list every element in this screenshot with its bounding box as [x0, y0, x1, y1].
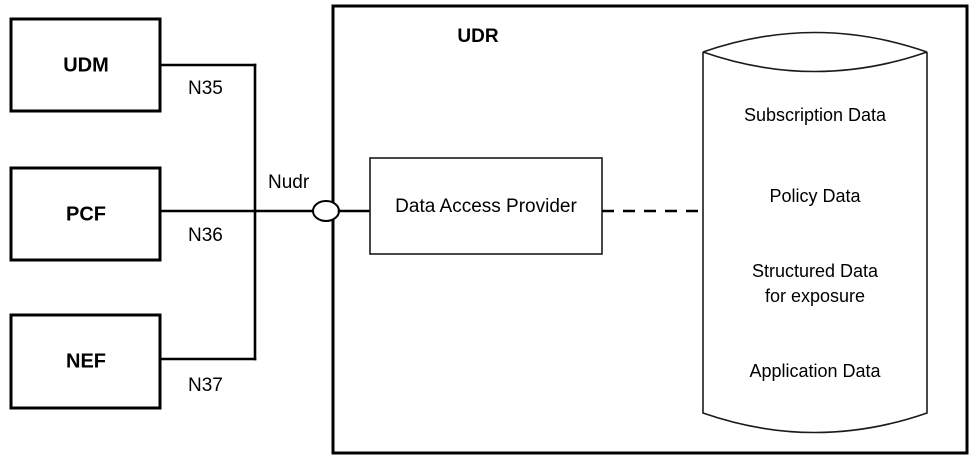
reference-point-circle[interactable]: [312, 200, 340, 222]
nf-label-nef: NEF: [66, 350, 106, 372]
datastore-item-application-data: Application Data: [749, 361, 881, 381]
nf-label-udm: UDM: [63, 54, 109, 76]
datastore-item-structured-data-line1: Structured Data: [752, 261, 879, 281]
cylinder-body: [702, 52, 928, 434]
interface-label-n37: N37: [188, 375, 223, 396]
data-store-cylinder[interactable]: [702, 31, 928, 434]
datastore-item-policy-data: Policy Data: [769, 186, 861, 206]
nf-box-pcf[interactable]: [9, 166, 162, 262]
datastore-item-subscription-data: Subscription Data: [744, 105, 887, 125]
nf-label-pcf: PCF: [66, 203, 106, 225]
bus-label-nudr: Nudr: [268, 172, 310, 193]
interface-label-n36: N36: [188, 225, 223, 246]
interface-label-n35: N35: [188, 78, 223, 99]
datastore-item-structured-data-line2: for exposure: [765, 286, 865, 306]
data-access-provider-box[interactable]: [369, 157, 603, 255]
cylinder-top-back-arc: [702, 31, 928, 53]
data-access-provider-label: Data Access Provider: [395, 196, 577, 217]
nf-box-nef[interactable]: [9, 313, 162, 410]
nf-box-udm[interactable]: [9, 17, 162, 113]
cylinder-top-front-arc: [702, 51, 928, 73]
udr-title-label: UDR: [457, 26, 498, 47]
